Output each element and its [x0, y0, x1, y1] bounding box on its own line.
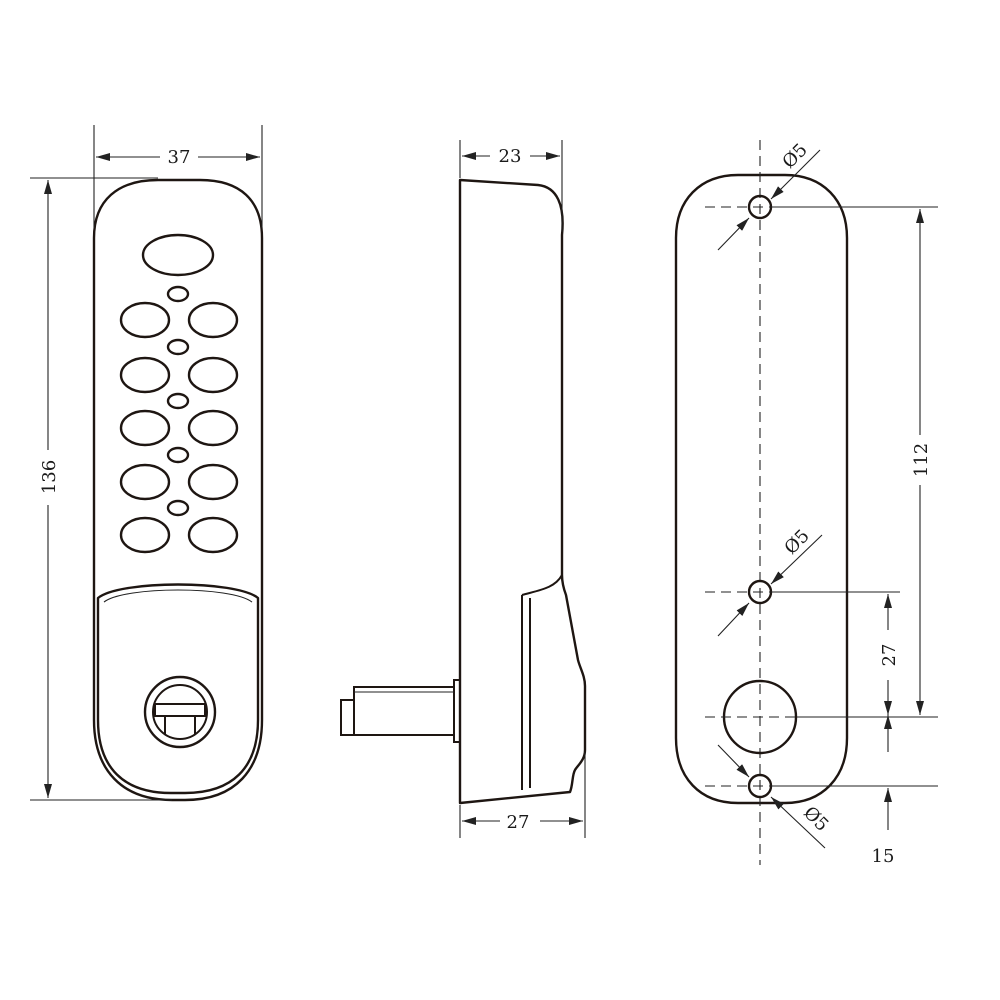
hole-label-top: Ø5	[778, 139, 811, 172]
front-view: 37 136	[30, 125, 264, 802]
front-width-label: 37	[168, 147, 191, 168]
rear-body-outline	[674, 173, 849, 805]
side-view: 23 27	[340, 140, 587, 838]
lower-cover-outline	[96, 583, 260, 795]
front-height-label: 136	[39, 460, 60, 494]
hole-label-bottom: Ø5	[799, 802, 832, 835]
keypad-small-dots	[166, 285, 190, 517]
spindle	[340, 679, 461, 743]
rear-spacing-label: 112	[911, 443, 932, 477]
rear-view: Ø5 Ø5 Ø5 112 27 15	[674, 139, 938, 867]
key-cylinder	[143, 675, 217, 749]
rear-spindle-offset-label: 27	[879, 644, 900, 667]
side-plate-profile	[521, 574, 563, 790]
side-depth-bottom-label: 27	[507, 812, 530, 833]
rear-bottom-offset-label: 15	[872, 846, 895, 867]
keypad-buttons	[119, 301, 239, 554]
front-body-outline	[92, 178, 264, 802]
lower-cover-edge	[103, 589, 253, 603]
side-depth-top-label: 23	[499, 146, 522, 167]
hole-label-middle: Ø5	[780, 525, 813, 558]
top-oval-button	[141, 233, 215, 277]
